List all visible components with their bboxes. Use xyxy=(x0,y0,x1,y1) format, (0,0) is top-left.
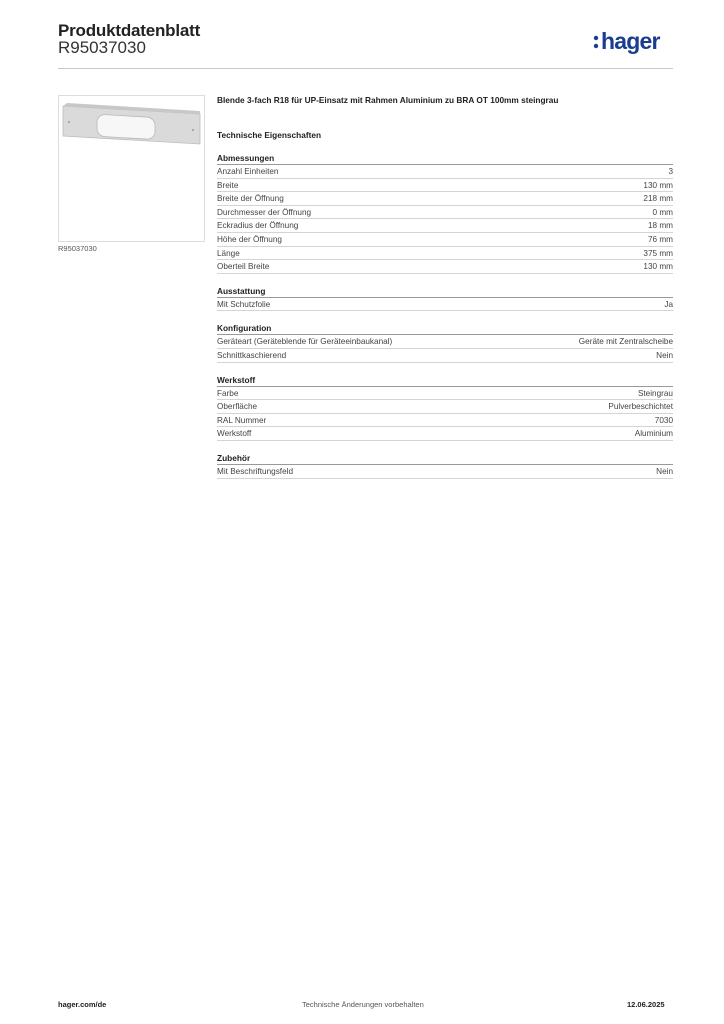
property-label: Mit Beschriftungsfeld xyxy=(217,466,293,476)
svg-text:hager: hager xyxy=(601,28,660,54)
property-row: Eckradius der Öffnung 18 mm xyxy=(217,219,673,233)
property-value: Steingrau xyxy=(637,388,673,398)
section-heading: Werkstoff xyxy=(217,374,673,387)
section-heading: Abmessungen xyxy=(217,152,673,165)
property-label: Schnittkaschierend xyxy=(217,350,287,360)
property-row: Anzahl Einheiten 3 xyxy=(217,165,673,179)
property-label: Länge xyxy=(217,248,240,258)
property-row: Farbe Steingrau xyxy=(217,387,673,401)
property-value: 18 mm xyxy=(647,221,673,231)
hager-logo: hager xyxy=(593,28,661,54)
image-caption: R95037030 xyxy=(58,244,97,253)
tech-properties-heading: Technische Eigenschaften xyxy=(217,130,322,140)
property-row: Höhe der Öffnung 76 mm xyxy=(217,233,673,247)
page-title: Produktdatenblatt xyxy=(58,21,201,40)
property-label: Breite der Öffnung xyxy=(217,194,284,204)
property-row: Breite 130 mm xyxy=(217,179,673,193)
property-value: 218 mm xyxy=(643,194,673,204)
property-label: Anzahl Einheiten xyxy=(217,167,279,176)
property-value: Aluminium xyxy=(634,429,673,439)
footer-disclaimer: Technische Änderungen vorbehalten xyxy=(302,1000,424,1009)
property-label: Oberteil Breite xyxy=(217,262,270,272)
property-value: 130 mm xyxy=(643,262,673,272)
property-value: Pulverbeschichtet xyxy=(608,402,673,412)
property-label: Höhe der Öffnung xyxy=(217,234,282,244)
property-label: Durchmesser der Öffnung xyxy=(217,207,312,217)
property-label: RAL Nummer xyxy=(217,415,267,425)
property-value: Nein xyxy=(656,350,673,360)
product-details: Blende 3-fach R18 für UP-Einsatz mit Rah… xyxy=(217,93,673,479)
property-value: 76 mm xyxy=(647,234,673,244)
property-row: Oberteil Breite 130 mm xyxy=(217,260,673,274)
property-label: Eckradius der Öffnung xyxy=(217,221,299,231)
property-row: Werkstoff Aluminium xyxy=(217,427,673,441)
section-heading: Zubehör xyxy=(217,452,673,465)
property-value: 7030 xyxy=(654,415,673,425)
property-row: Breite der Öffnung 218 mm xyxy=(217,192,673,206)
property-label: Oberfläche xyxy=(217,402,258,412)
product-code: R95037030 xyxy=(58,38,146,57)
header-divider xyxy=(58,68,673,69)
property-value: 375 mm xyxy=(643,248,673,258)
property-value: 3 xyxy=(668,167,673,176)
property-label: Farbe xyxy=(217,388,239,398)
property-row: Schnittkaschierend Nein xyxy=(217,349,673,363)
footer-website: hager.com/de xyxy=(58,1000,107,1009)
property-row: Länge 375 mm xyxy=(217,247,673,261)
section-heading: Ausstattung xyxy=(217,285,673,298)
product-image xyxy=(58,95,205,242)
property-row: RAL Nummer 7030 xyxy=(217,414,673,428)
property-row: Mit Beschriftungsfeld Nein xyxy=(217,465,673,479)
property-value: 0 mm xyxy=(652,207,673,217)
property-label: Werkstoff xyxy=(217,429,252,439)
property-value: Geräte mit Zentralscheibe xyxy=(578,337,673,347)
product-photo-illustration xyxy=(62,103,201,145)
section-heading: Konfiguration xyxy=(217,322,673,336)
property-row: Oberfläche Pulverbeschichtet xyxy=(217,400,673,414)
property-row: Mit Schutzfolie Ja xyxy=(217,298,673,312)
property-label: Breite xyxy=(217,180,239,190)
footer-date: 12.06.2025 xyxy=(627,1000,665,1009)
product-title: Blende 3-fach R18 für UP-Einsatz mit Rah… xyxy=(217,95,559,105)
property-row: Durchmesser der Öffnung 0 mm xyxy=(217,206,673,220)
property-row: Geräteart (Geräteblende für Geräteeinbau… xyxy=(217,335,673,349)
property-value: Nein xyxy=(656,466,673,476)
property-label: Mit Schutzfolie xyxy=(217,299,271,309)
property-label: Geräteart (Geräteblende für Geräteeinbau… xyxy=(217,337,393,347)
property-value: 130 mm xyxy=(643,180,673,190)
property-value: Ja xyxy=(664,299,673,309)
